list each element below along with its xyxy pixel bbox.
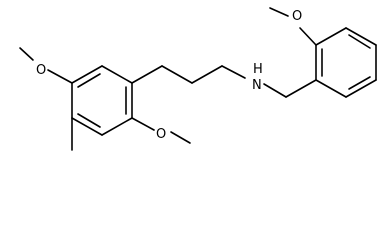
bond (345, 79, 377, 98)
double-bond (348, 34, 371, 49)
bond (170, 131, 191, 144)
bond (71, 117, 103, 136)
bond (71, 65, 103, 84)
double-bond (77, 113, 101, 128)
bond (269, 7, 289, 17)
bond (285, 79, 317, 98)
chemical-structure: O O H N O (19, 7, 377, 151)
bond (263, 83, 287, 98)
bond (191, 65, 223, 84)
bond (315, 79, 347, 98)
double-bond (77, 73, 101, 88)
amine-h-label: H (253, 62, 263, 77)
bond (345, 27, 377, 46)
bond (161, 65, 193, 84)
bond (315, 27, 347, 46)
bond (299, 27, 317, 46)
bond (101, 65, 133, 84)
bond (131, 65, 163, 84)
oxygen-label: O (36, 63, 46, 78)
left-benzene-ring (71, 65, 133, 136)
oxygen-label: O (292, 9, 302, 24)
double-bond (348, 76, 371, 90)
right-benzene-ring (315, 27, 377, 98)
bond (19, 47, 34, 61)
oxygen-label: O (156, 127, 166, 142)
bond (101, 117, 133, 136)
bond (47, 69, 73, 84)
amine-n-label: N (252, 78, 262, 93)
bond (131, 117, 155, 131)
bond (221, 65, 246, 79)
